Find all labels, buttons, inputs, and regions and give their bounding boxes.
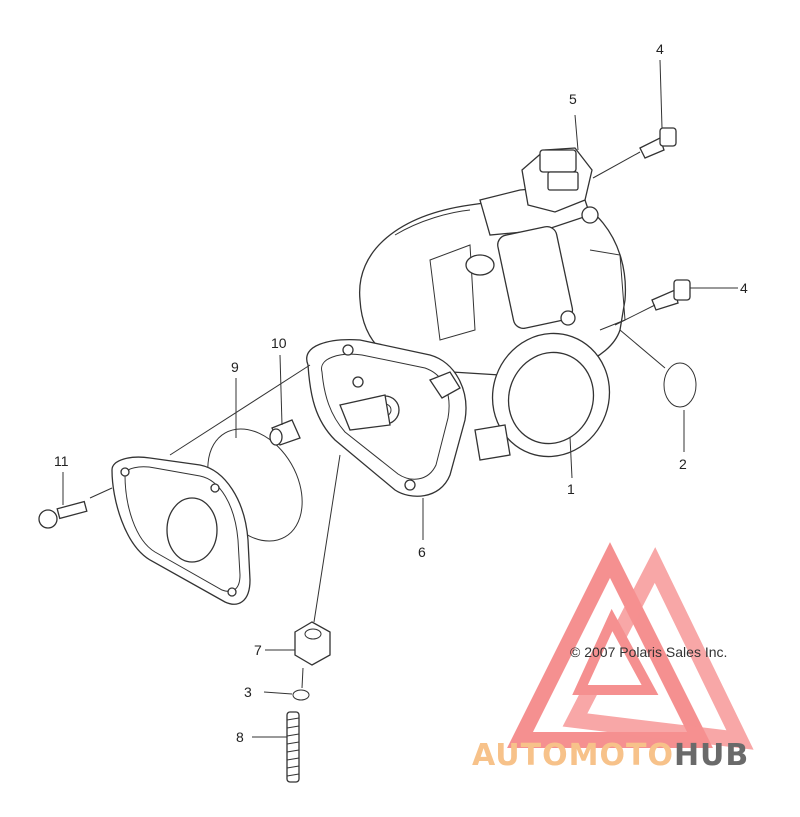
screw-11: [38, 500, 88, 529]
callout-8: 8: [236, 729, 244, 745]
watermark-logo: [507, 542, 754, 750]
svg-text:AUTOMOTOHUB: AUTOMOTOHUB: [472, 738, 749, 773]
callout-labels: 1 2 3 4 4 5 6 7 8 9 10 11: [54, 41, 748, 745]
callout-2: 2: [679, 456, 687, 472]
o-ring-2: [663, 362, 697, 408]
copyright-text: © 2007 Polaris Sales Inc.: [570, 644, 727, 660]
callout-4-right: 4: [740, 280, 748, 296]
watermark-part2: HUB: [674, 738, 749, 773]
callout-6: 6: [418, 544, 426, 560]
callout-4-top: 4: [656, 41, 664, 57]
nut-7: [294, 621, 331, 666]
dowel-pin: [269, 419, 301, 446]
leader-lines: [62, 59, 738, 738]
cover-plate: [111, 456, 251, 605]
adjust-screw-8: [286, 711, 300, 783]
callout-11: 11: [54, 453, 69, 469]
screw-4-top: [639, 127, 677, 159]
callout-5: 5: [569, 91, 577, 107]
callout-1: 1: [567, 481, 575, 497]
callout-3: 3: [244, 684, 252, 700]
callout-9: 9: [231, 359, 239, 375]
washer-3: [292, 689, 310, 701]
throttle-position-sensor: [521, 147, 593, 213]
watermark-part1: AUTOMOTO: [472, 738, 674, 773]
watermark-text: AUTOMOTOHUB: [472, 738, 749, 773]
idle-cover-housing: [306, 339, 467, 497]
callout-10: 10: [271, 335, 287, 351]
screw-4-right: [651, 279, 691, 311]
callout-7: 7: [254, 642, 262, 658]
